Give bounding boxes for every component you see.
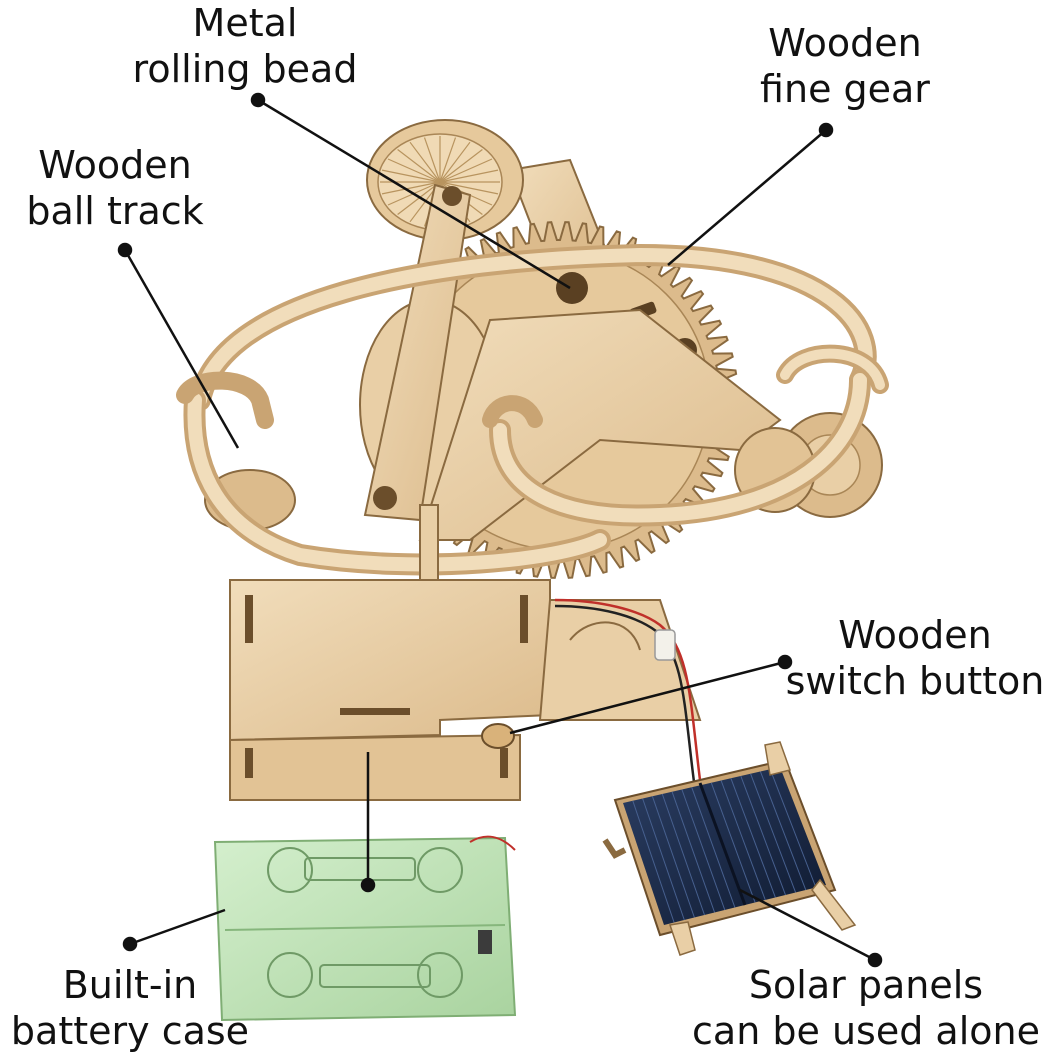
label-line: switch button bbox=[785, 659, 1045, 703]
pulley-spoke bbox=[381, 181, 441, 195]
callout-solar bbox=[739, 888, 883, 968]
solar-panel bbox=[602, 741, 857, 956]
marble-run-model bbox=[176, 119, 889, 801]
label-line: can be used alone bbox=[692, 1009, 1040, 1053]
pulley-spoke bbox=[423, 137, 441, 183]
ball-track bbox=[176, 243, 889, 576]
label-line: battery case bbox=[10, 1009, 250, 1053]
solar-cell-line bbox=[651, 796, 695, 918]
callout-lines bbox=[117, 92, 883, 968]
callout-switch bbox=[509, 654, 793, 735]
solar-cell-line bbox=[740, 775, 786, 896]
label-line: rolling bead bbox=[132, 47, 358, 91]
callout-bead bbox=[250, 92, 571, 290]
pulley-spoke bbox=[439, 141, 471, 183]
label-line: Metal bbox=[192, 1, 298, 45]
battery-case bbox=[213, 835, 517, 1022]
solar-cell-line bbox=[681, 789, 726, 911]
solar-cell-line bbox=[632, 800, 675, 923]
solar-cell-line bbox=[769, 769, 817, 888]
callout-battery bbox=[122, 908, 226, 952]
solar-cell-line bbox=[730, 778, 776, 898]
pulley-spoke bbox=[397, 149, 441, 183]
pulley-spoke bbox=[439, 149, 483, 183]
label-line: Wooden bbox=[768, 21, 922, 65]
wire-red bbox=[554, 598, 702, 781]
solar-cell-line bbox=[710, 782, 756, 903]
solar-cell-line bbox=[750, 773, 797, 893]
label-line: Solar panels bbox=[748, 963, 984, 1007]
callout-gear bbox=[667, 122, 834, 266]
solar-cell-line bbox=[691, 787, 736, 908]
solar-cell-line bbox=[759, 771, 807, 891]
pulley-spoke bbox=[381, 169, 441, 183]
label-line: fine gear bbox=[760, 67, 930, 111]
base-box bbox=[229, 579, 551, 801]
label-solar-panels: Solar panels can be used alone bbox=[676, 962, 1056, 1054]
pulley-spoke bbox=[439, 181, 499, 195]
pulley-spoke bbox=[409, 141, 441, 183]
solar-cell-line bbox=[661, 793, 705, 916]
label-built-in-battery-case: Built-in battery case bbox=[0, 962, 260, 1054]
callout-battery-top bbox=[360, 752, 376, 893]
label-wooden-fine-gear: Wooden fine gear bbox=[735, 20, 955, 112]
wire-connector bbox=[654, 629, 676, 661]
pulley-spoke bbox=[387, 158, 441, 183]
pulley-spoke bbox=[439, 137, 457, 183]
pulley-spoke bbox=[439, 158, 493, 183]
side-base-plate bbox=[538, 599, 702, 721]
label-wooden-ball-track: Wooden ball track bbox=[10, 142, 220, 234]
label-metal-rolling-bead: Metal rolling bead bbox=[110, 0, 380, 92]
label-line: ball track bbox=[26, 189, 204, 233]
switch-button bbox=[481, 723, 515, 749]
solar-cell-line bbox=[642, 798, 685, 921]
callout-track bbox=[117, 242, 240, 449]
label-line: Built-in bbox=[62, 963, 198, 1007]
solar-cell-line bbox=[720, 780, 766, 901]
label-wooden-switch-button: Wooden switch button bbox=[775, 612, 1055, 704]
label-line: Wooden bbox=[38, 143, 192, 187]
solar-cell-line bbox=[671, 791, 716, 913]
label-line: Wooden bbox=[838, 613, 992, 657]
pulley-spoke bbox=[439, 169, 499, 183]
